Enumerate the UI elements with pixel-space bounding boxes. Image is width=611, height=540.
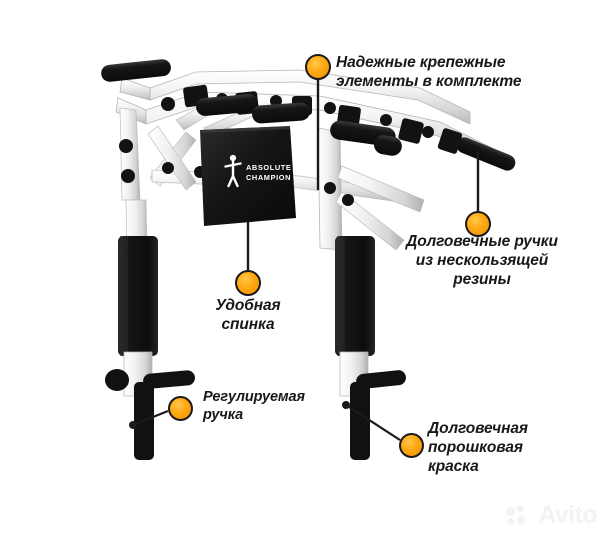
callout-dot-grips[interactable] — [465, 211, 491, 237]
callout-label-grips: Долговечные ручки из нескользящей резины — [406, 233, 558, 289]
avito-wordmark: Avito — [538, 501, 597, 529]
callout-label-powder-coating: Долговечная порошковая краска — [428, 420, 528, 476]
avito-logo-icon — [506, 504, 533, 527]
athlete-figure-icon — [224, 154, 242, 188]
callout-dot-backrest[interactable] — [235, 270, 261, 296]
callout-dot-fasteners[interactable] — [305, 54, 331, 80]
callout-label-adjustable-handle: Регулируемая ручка — [203, 389, 305, 423]
brand-plate-line2: CHAMPION — [246, 173, 292, 182]
brand-plate-line1: ABSOLUTE — [246, 163, 292, 172]
callout-label-backrest: Удобная спинка — [215, 297, 281, 334]
callout-dot-powder-coating[interactable] — [399, 433, 424, 458]
callout-label-fasteners: Надежные крепежные элементы в комплекте — [336, 54, 522, 91]
avito-watermark: Avito — [506, 501, 598, 529]
callout-dot-adjustable-handle[interactable] — [168, 396, 193, 421]
